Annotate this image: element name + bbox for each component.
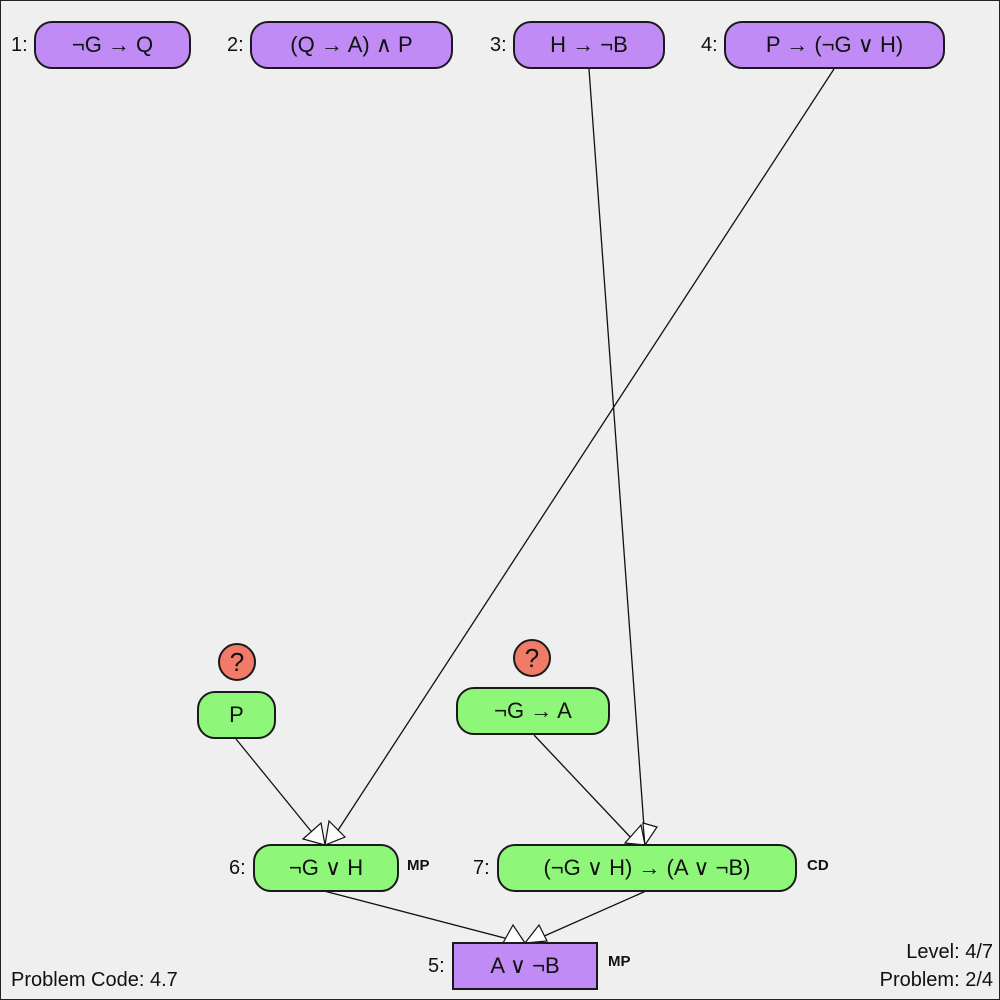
arrowhead-line7-left [623,823,646,846]
premise-2-number: 2: [227,34,244,56]
subgoal-g-implies-a-node[interactable]: ¬G → A [456,687,610,735]
line-6-number: 6: [229,857,246,879]
arrowhead-goal-left [501,923,527,944]
problem-counter-label: Problem: 2/4 [879,969,993,991]
arrowhead-line6-left [301,821,326,846]
edge-subgoal-p-to-line6 [235,738,320,842]
premise-2-node[interactable]: (Q → A) ∧ P [250,21,453,69]
line-7-number: 7: [473,857,490,879]
premise-1-number: 1: [11,34,28,56]
problem-code-label: Problem Code: 4.7 [11,969,178,991]
arrowhead-line6-right [324,819,347,846]
goal-node[interactable]: A ∨ ¬B [452,942,598,990]
line-7-rule-label: CD [807,857,829,874]
edge-line6-to-goal [323,890,517,942]
goal-number: 5: [428,955,445,977]
help-question-icon-p[interactable]: ? [218,643,256,681]
premise-4-number: 4: [701,34,718,56]
arrowhead-goal-right [523,923,548,944]
premise-1-node[interactable]: ¬G → Q [34,21,191,69]
line-6-rule-label: MP [407,857,430,874]
edge-subgoal-ga-to-line7 [533,734,635,842]
line-7-node[interactable]: (¬G ∨ H) → (A ∨ ¬B) [497,844,797,892]
help-question-icon-g-implies-a[interactable]: ? [513,639,551,677]
arrowhead-line7-right [642,822,658,847]
level-label: Level: 4/7 [906,941,993,963]
goal-rule-label: MP [608,953,631,970]
premise-3-node[interactable]: H → ¬B [513,21,665,69]
premise-4-node[interactable]: P → (¬G ∨ H) [724,21,945,69]
edge-line7-to-goal [532,890,647,942]
premise-3-number: 3: [490,34,507,56]
line-6-node[interactable]: ¬G ∨ H [253,844,399,892]
subgoal-p-node[interactable]: P [197,691,276,739]
